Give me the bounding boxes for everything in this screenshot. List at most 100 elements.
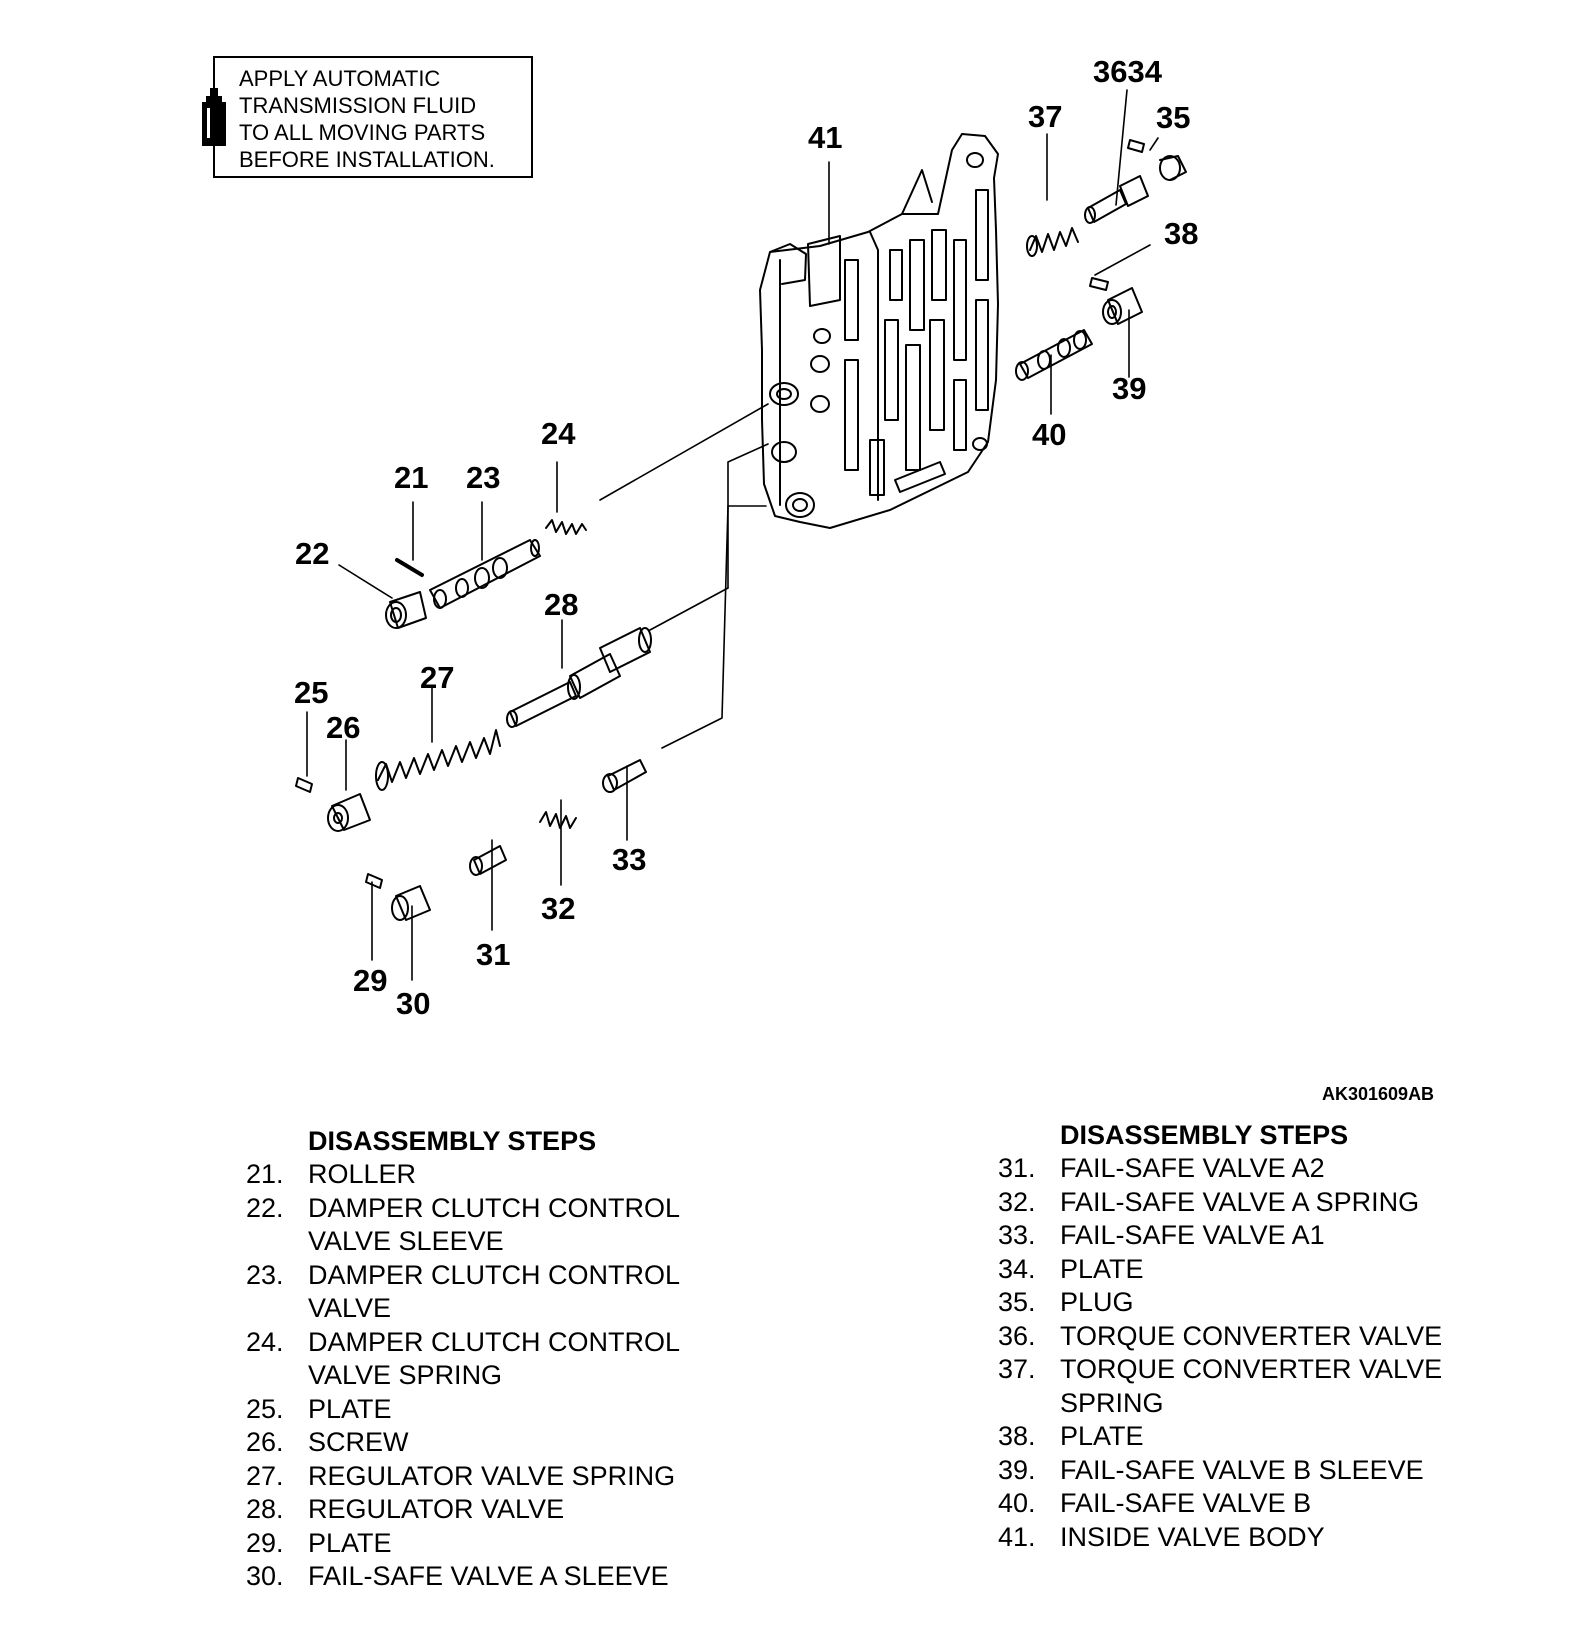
step-number: 35. bbox=[998, 1287, 1036, 1317]
parts-left bbox=[295, 519, 652, 921]
step-item: 35. PLUG bbox=[998, 1286, 1442, 1320]
step-number: 25. bbox=[246, 1393, 284, 1424]
step-item: 41. INSIDE VALVE BODY bbox=[998, 1521, 1442, 1555]
callout-24: 24 bbox=[541, 416, 576, 451]
step-text: TORQUE CONVERTER VALVE bbox=[1060, 1320, 1443, 1351]
steps-right-title: DISASSEMBLY STEPS bbox=[1060, 1120, 1349, 1150]
step-number: 33. bbox=[998, 1220, 1036, 1250]
step-item: 31. FAIL-SAFE VALVE A2 bbox=[998, 1152, 1442, 1186]
steps-left-title: DISASSEMBLY STEPS bbox=[308, 1126, 597, 1156]
note-line-2: TRANSMISSION FLUID bbox=[239, 93, 477, 118]
drawing-id: AK301609AB bbox=[1322, 1084, 1435, 1104]
step-text: ROLLER bbox=[308, 1159, 417, 1189]
step-text: REGULATOR VALVE SPRING bbox=[308, 1460, 676, 1491]
callout-27: 27 bbox=[420, 660, 455, 695]
step-number: 29. bbox=[246, 1527, 284, 1558]
step-number: 28. bbox=[246, 1494, 284, 1524]
callout-22: 22 bbox=[295, 536, 330, 571]
step-number: 36. bbox=[998, 1320, 1036, 1351]
step-item: 32. FAIL-SAFE VALVE A SPRING bbox=[998, 1186, 1442, 1220]
step-text: PLATE bbox=[308, 1527, 392, 1558]
note-line-1: APPLY AUTOMATIC bbox=[239, 66, 441, 91]
step-number: 23. bbox=[246, 1259, 284, 1290]
step-item: 37. TORQUE CONVERTER VALVE SPRING bbox=[998, 1353, 1442, 1420]
atf-note-box: APPLY AUTOMATIC TRANSMISSION FLUID TO AL… bbox=[202, 56, 533, 178]
step-number: 21. bbox=[246, 1159, 284, 1189]
callout-3634: 3634 bbox=[1093, 54, 1162, 89]
callout-28: 28 bbox=[544, 587, 579, 622]
step-text: PLATE bbox=[308, 1393, 392, 1424]
step-text: REGULATOR VALVE bbox=[308, 1494, 565, 1524]
callout-38: 38 bbox=[1164, 216, 1199, 251]
note-line-4: BEFORE INSTALLATION. bbox=[239, 147, 495, 172]
step-item: 33. FAIL-SAFE VALVE A1 bbox=[998, 1219, 1442, 1253]
step-item: 30. FAIL-SAFE VALVE A SLEEVE bbox=[246, 1560, 680, 1594]
step-item: 27. REGULATOR VALVE SPRING bbox=[246, 1460, 680, 1494]
step-text: PLATE bbox=[1060, 1421, 1144, 1451]
step-item: 36. TORQUE CONVERTER VALVE bbox=[998, 1320, 1442, 1354]
step-number: 32. bbox=[998, 1186, 1036, 1217]
callout-40: 40 bbox=[1032, 417, 1067, 452]
callout-31: 31 bbox=[476, 937, 511, 972]
step-number: 30. bbox=[246, 1561, 284, 1591]
step-item: 24. DAMPER CLUTCH CONTROL VALVE SPRING bbox=[246, 1326, 680, 1393]
callout-21: 21 bbox=[394, 460, 429, 495]
steps-right-list: 31. FAIL-SAFE VALVE A2 32. FAIL-SAFE VALVE … bbox=[998, 1152, 1442, 1554]
step-number: 27. bbox=[246, 1460, 284, 1491]
callout-39: 39 bbox=[1112, 371, 1147, 406]
step-item: 29. PLATE bbox=[246, 1527, 680, 1561]
step-text: PLUG bbox=[1060, 1287, 1134, 1317]
steps-left-list: 21. ROLLER 22. DAMPER CLUTCH CONTROL VALVE … bbox=[246, 1158, 680, 1594]
step-text: FAIL-SAFE VALVE A2 bbox=[1060, 1153, 1325, 1183]
step-text: SCREW bbox=[308, 1427, 409, 1457]
callout-35: 35 bbox=[1156, 100, 1191, 135]
step-number: 34. bbox=[998, 1253, 1036, 1284]
step-text: DAMPER CLUTCH CONTROL VALVE bbox=[308, 1259, 681, 1324]
step-item: 28. REGULATOR VALVE bbox=[246, 1493, 680, 1527]
callout-25: 25 bbox=[294, 675, 329, 710]
step-text: DAMPER CLUTCH CONTROL VALVE SLEEVE bbox=[308, 1192, 681, 1257]
step-number: 40. bbox=[998, 1488, 1036, 1518]
step-number: 37. bbox=[998, 1354, 1036, 1384]
step-text: DAMPER CLUTCH CONTROL VALVE SPRING bbox=[308, 1326, 681, 1391]
step-number: 31. bbox=[998, 1153, 1036, 1183]
oil-bottle-icon bbox=[202, 88, 226, 146]
step-number: 26. bbox=[246, 1427, 284, 1457]
callout-29: 29 bbox=[353, 963, 388, 998]
callout-23: 23 bbox=[466, 460, 501, 495]
callout-41: 41 bbox=[808, 120, 843, 155]
step-item: 34. PLATE bbox=[998, 1253, 1442, 1287]
step-text: FAIL-SAFE VALVE B bbox=[1060, 1488, 1312, 1518]
inside-valve-body bbox=[759, 133, 999, 529]
step-item: 40. FAIL-SAFE VALVE B bbox=[998, 1487, 1442, 1521]
step-number: 41. bbox=[998, 1521, 1036, 1552]
step-text: INSIDE VALVE BODY bbox=[1060, 1521, 1325, 1552]
step-item: 23. DAMPER CLUTCH CONTROL VALVE bbox=[246, 1259, 680, 1326]
step-text: FAIL-SAFE VALVE A SLEEVE bbox=[308, 1561, 669, 1591]
step-text: FAIL-SAFE VALVE A SPRING bbox=[1060, 1186, 1420, 1217]
step-item: 39. FAIL-SAFE VALVE B SLEEVE bbox=[998, 1454, 1442, 1488]
step-number: 22. bbox=[246, 1192, 284, 1223]
steps-left: DISASSEMBLY STEPS 21. ROLLER 22. DAMPER CLU… bbox=[246, 1124, 680, 1594]
callout-33: 33 bbox=[612, 842, 647, 877]
callout-32: 32 bbox=[541, 891, 576, 926]
step-text: TORQUE CONVERTER VALVE SPRING bbox=[1060, 1354, 1443, 1418]
step-item: 26. SCREW bbox=[246, 1426, 680, 1460]
callout-37: 37 bbox=[1028, 99, 1063, 134]
step-item: 25. PLATE bbox=[246, 1393, 680, 1427]
note-line-3: TO ALL MOVING PARTS bbox=[239, 120, 486, 145]
step-number: 39. bbox=[998, 1454, 1036, 1485]
step-item: 22. DAMPER CLUTCH CONTROL VALVE SLEEVE bbox=[246, 1192, 680, 1259]
step-text: FAIL-SAFE VALVE A1 bbox=[1060, 1220, 1325, 1250]
step-number: 24. bbox=[246, 1326, 284, 1357]
callout-26: 26 bbox=[326, 710, 361, 745]
step-item: 38. PLATE bbox=[998, 1420, 1442, 1454]
callout-30: 30 bbox=[396, 986, 431, 1021]
step-text: FAIL-SAFE VALVE B SLEEVE bbox=[1060, 1454, 1424, 1485]
step-number: 38. bbox=[998, 1421, 1036, 1451]
step-text: PLATE bbox=[1060, 1253, 1144, 1284]
parts-right bbox=[1015, 139, 1187, 381]
step-item: 21. ROLLER bbox=[246, 1158, 680, 1192]
